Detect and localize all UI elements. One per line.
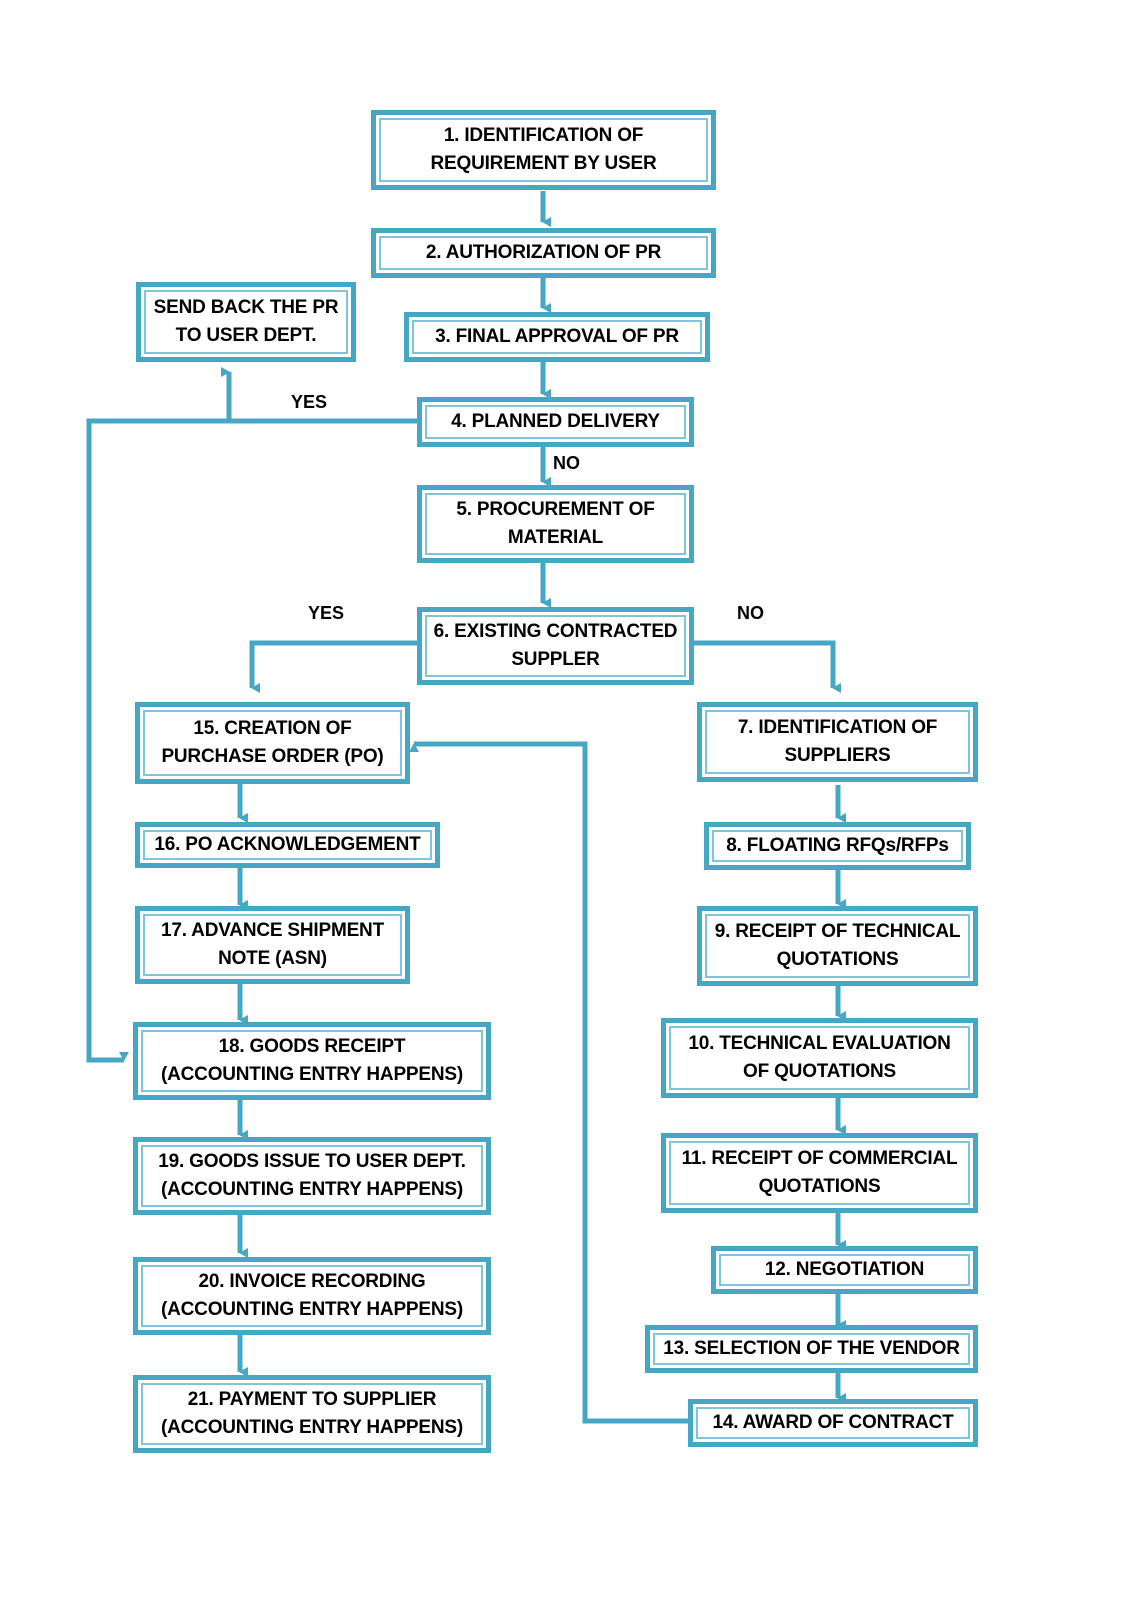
node-authorization-of-pr[interactable]: 2. AUTHORIZATION OF PR xyxy=(371,228,716,278)
node-label: 1. IDENTIFICATION OF REQUIREMENT BY USER xyxy=(430,125,657,174)
node-frame: 3. FINAL APPROVAL OF PR xyxy=(412,320,702,354)
node-goods-issue-to-user-dept[interactable]: 19. GOODS ISSUE TO USER DEPT. (ACCOUNTIN… xyxy=(133,1137,491,1215)
edge-6-to-15-yes xyxy=(249,640,417,693)
node-label: 17. ADVANCE SHIPMENT NOTE (ASN) xyxy=(161,920,384,969)
node-label: 18. GOODS RECEIPT (ACCOUNTING ENTRY HAPP… xyxy=(161,1036,463,1085)
node-creation-of-purchase-order[interactable]: 15. CREATION OF PURCHASE ORDER (PO) xyxy=(135,702,410,784)
node-frame: 21. PAYMENT TO SUPPLIER (ACCOUNTING ENTR… xyxy=(141,1383,483,1445)
node-send-back-pr-to-user-dept[interactable]: SEND BACK THE PR TO USER DEPT. xyxy=(136,282,356,362)
node-identification-of-requirement[interactable]: 1. IDENTIFICATION OF REQUIREMENT BY USER xyxy=(371,110,716,190)
node-frame: 11. RECEIPT OF COMMERCIAL QUOTATIONS xyxy=(669,1141,970,1205)
node-frame: 7. IDENTIFICATION OF SUPPLIERS xyxy=(705,710,970,774)
node-award-of-contract[interactable]: 14. AWARD OF CONTRACT xyxy=(688,1399,978,1447)
node-label: 10. TECHNICAL EVALUATION OF QUOTATIONS xyxy=(688,1033,951,1082)
node-frame: 2. AUTHORIZATION OF PR xyxy=(379,236,708,270)
node-frame: 8. FLOATING RFQs/RFPs xyxy=(712,830,963,862)
node-procurement-of-material[interactable]: 5. PROCUREMENT OF MATERIAL xyxy=(417,485,694,563)
node-frame: 15. CREATION OF PURCHASE ORDER (PO) xyxy=(143,710,402,776)
node-label: 7. IDENTIFICATION OF SUPPLIERS xyxy=(737,717,938,766)
node-frame: 9. RECEIPT OF TECHNICAL QUOTATIONS xyxy=(705,914,970,978)
edge-14-to-15 xyxy=(409,741,688,1424)
node-existing-contracted-suppler[interactable]: 6. EXISTING CONTRACTED SUPPLER xyxy=(417,607,694,685)
node-payment-to-supplier[interactable]: 21. PAYMENT TO SUPPLIER (ACCOUNTING ENTR… xyxy=(133,1375,491,1453)
node-final-approval-of-pr[interactable]: 3. FINAL APPROVAL OF PR xyxy=(404,312,710,362)
node-label: 9. RECEIPT OF TECHNICAL QUOTATIONS xyxy=(714,921,961,970)
node-frame: 19. GOODS ISSUE TO USER DEPT. (ACCOUNTIN… xyxy=(141,1145,483,1207)
edge-label-yes-planned-delivery: YES xyxy=(291,392,328,412)
node-frame: 4. PLANNED DELIVERY xyxy=(425,405,686,439)
node-frame: 17. ADVANCE SHIPMENT NOTE (ASN) xyxy=(143,914,402,976)
node-frame: 16. PO ACKNOWLEDGEMENT xyxy=(143,830,432,860)
node-label: 12. NEGOTIATION xyxy=(764,1259,925,1281)
node-technical-evaluation-of-quotations[interactable]: 10. TECHNICAL EVALUATION OF QUOTATIONS xyxy=(661,1018,978,1098)
node-frame: 5. PROCUREMENT OF MATERIAL xyxy=(425,493,686,555)
node-label: 20. INVOICE RECORDING (ACCOUNTING ENTRY … xyxy=(161,1271,463,1320)
edge-4-to-18-yes xyxy=(86,418,417,1063)
edge-6-to-7-no xyxy=(694,640,841,693)
node-frame: SEND BACK THE PR TO USER DEPT. xyxy=(144,290,348,354)
node-label: 2. AUTHORIZATION OF PR xyxy=(425,242,662,264)
node-label: 8. FLOATING RFQs/RFPs xyxy=(726,835,949,857)
node-receipt-of-technical-quotations[interactable]: 9. RECEIPT OF TECHNICAL QUOTATIONS xyxy=(697,906,978,986)
node-label: 21. PAYMENT TO SUPPLIER (ACCOUNTING ENTR… xyxy=(161,1389,463,1438)
node-frame: 6. EXISTING CONTRACTED SUPPLER xyxy=(425,615,686,677)
node-frame: 18. GOODS RECEIPT (ACCOUNTING ENTRY HAPP… xyxy=(141,1030,483,1092)
node-label: 15. CREATION OF PURCHASE ORDER (PO) xyxy=(161,718,384,767)
node-label: 16. PO ACKNOWLEDGEMENT xyxy=(154,834,421,856)
node-frame: 14. AWARD OF CONTRACT xyxy=(696,1407,970,1439)
node-goods-receipt[interactable]: 18. GOODS RECEIPT (ACCOUNTING ENTRY HAPP… xyxy=(133,1022,491,1100)
node-label: 4. PLANNED DELIVERY xyxy=(451,411,660,433)
node-negotiation[interactable]: 12. NEGOTIATION xyxy=(711,1246,978,1294)
node-label: 5. PROCUREMENT OF MATERIAL xyxy=(456,499,655,548)
node-selection-of-the-vendor[interactable]: 13. SELECTION OF THE VENDOR xyxy=(645,1325,978,1373)
node-label: 6. EXISTING CONTRACTED SUPPLER xyxy=(433,621,678,670)
node-frame: 10. TECHNICAL EVALUATION OF QUOTATIONS xyxy=(669,1026,970,1090)
node-frame: 1. IDENTIFICATION OF REQUIREMENT BY USER xyxy=(379,118,708,182)
node-label: 14. AWARD OF CONTRACT xyxy=(712,1412,954,1434)
node-receipt-of-commercial-quotations[interactable]: 11. RECEIPT OF COMMERCIAL QUOTATIONS xyxy=(661,1133,978,1213)
node-po-acknowledgement[interactable]: 16. PO ACKNOWLEDGEMENT xyxy=(135,822,440,868)
node-floating-rfqs-rfps[interactable]: 8. FLOATING RFQs/RFPs xyxy=(704,822,971,870)
node-label: SEND BACK THE PR TO USER DEPT. xyxy=(153,297,339,346)
node-label: 19. GOODS ISSUE TO USER DEPT. (ACCOUNTIN… xyxy=(158,1151,466,1200)
node-label: 13. SELECTION OF THE VENDOR xyxy=(663,1338,960,1360)
node-frame: 20. INVOICE RECORDING (ACCOUNTING ENTRY … xyxy=(141,1265,483,1327)
node-invoice-recording[interactable]: 20. INVOICE RECORDING (ACCOUNTING ENTRY … xyxy=(133,1257,491,1335)
node-label: 11. RECEIPT OF COMMERCIAL QUOTATIONS xyxy=(681,1148,958,1197)
node-identification-of-suppliers[interactable]: 7. IDENTIFICATION OF SUPPLIERS xyxy=(697,702,978,782)
edge-label-no-existing-supplier: NO xyxy=(737,603,764,623)
edge-label-no-planned-delivery: NO xyxy=(553,453,580,473)
node-frame: 13. SELECTION OF THE VENDOR xyxy=(653,1333,970,1365)
node-frame: 12. NEGOTIATION xyxy=(719,1254,970,1286)
node-planned-delivery[interactable]: 4. PLANNED DELIVERY xyxy=(417,397,694,447)
node-advance-shipment-note[interactable]: 17. ADVANCE SHIPMENT NOTE (ASN) xyxy=(135,906,410,984)
edge-label-yes-existing-supplier: YES xyxy=(308,603,345,623)
node-label: 3. FINAL APPROVAL OF PR xyxy=(435,326,679,348)
